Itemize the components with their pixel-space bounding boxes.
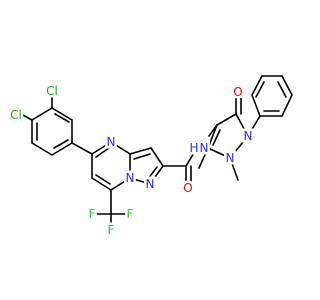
chlorine-label-left: Cl <box>10 108 22 122</box>
nitrogen-label-bridge-b: N <box>146 177 155 191</box>
nitrogen-label-pyrazolone-2: N <box>226 151 235 165</box>
nitrogen-label-pyrazolone-1: N <box>244 129 253 143</box>
atom-labels: Cl Cl N N N O N H O N N F F F <box>8 82 255 240</box>
nitrogen-label-bridge-a: N <box>126 171 135 185</box>
bond-lines <box>20 75 293 226</box>
nitrogen-label-pyrimidine: N <box>107 135 116 149</box>
hydrogen-label-amide: H <box>189 141 198 155</box>
fluorine-label-bottom: F <box>108 223 115 237</box>
oxygen-label-amide: O <box>183 181 192 195</box>
fluorine-label-right: F <box>127 207 134 221</box>
chlorine-label-top: Cl <box>46 84 58 98</box>
nitrogen-label-amide: N <box>200 141 209 155</box>
fluorine-label-left: F <box>89 207 96 221</box>
molecule-structure-diagram: Cl Cl N N N O N H O N N F F F <box>8 75 293 240</box>
oxygen-label-pyrazolone: O <box>233 85 242 99</box>
